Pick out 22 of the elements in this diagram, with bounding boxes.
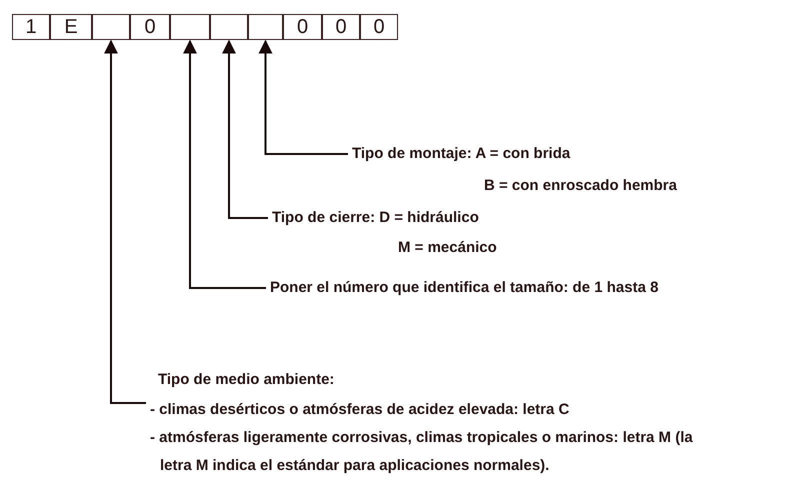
description-text: Tipo de montaje: A = con brida xyxy=(352,144,570,164)
code-cell: 1 xyxy=(12,14,50,40)
code-cell xyxy=(92,14,130,40)
code-cell: 0 xyxy=(283,14,322,40)
arrow xyxy=(222,40,268,219)
description-text: Poner el número que identifica el tamaño: de 1 hasta 8 xyxy=(270,278,658,298)
arrow xyxy=(258,40,348,155)
code-cell xyxy=(248,14,283,40)
description-text: M = mecánico xyxy=(398,238,497,258)
code-cell xyxy=(210,14,248,40)
description-text: B = con enroscado hembra xyxy=(484,176,677,196)
code-cell xyxy=(170,14,210,40)
code-cell: 0 xyxy=(360,14,398,40)
arrow xyxy=(104,40,146,404)
description-text: Tipo de medio ambiente: xyxy=(158,370,334,390)
arrow xyxy=(183,40,266,289)
code-cell: 0 xyxy=(322,14,360,40)
code-cell: 0 xyxy=(130,14,170,40)
description-text: - atmósferas ligeramente corrosivas, climas tropicales o marinos: letra M (la letra M indica el estándar para aplicaciones normales). xyxy=(150,428,694,476)
code-cell: E xyxy=(50,14,92,40)
description-text: - climas desérticos o atmósferas de acidez elevada: letra C xyxy=(150,400,570,420)
description-text: Tipo de cierre: D = hidráulico xyxy=(272,208,479,228)
